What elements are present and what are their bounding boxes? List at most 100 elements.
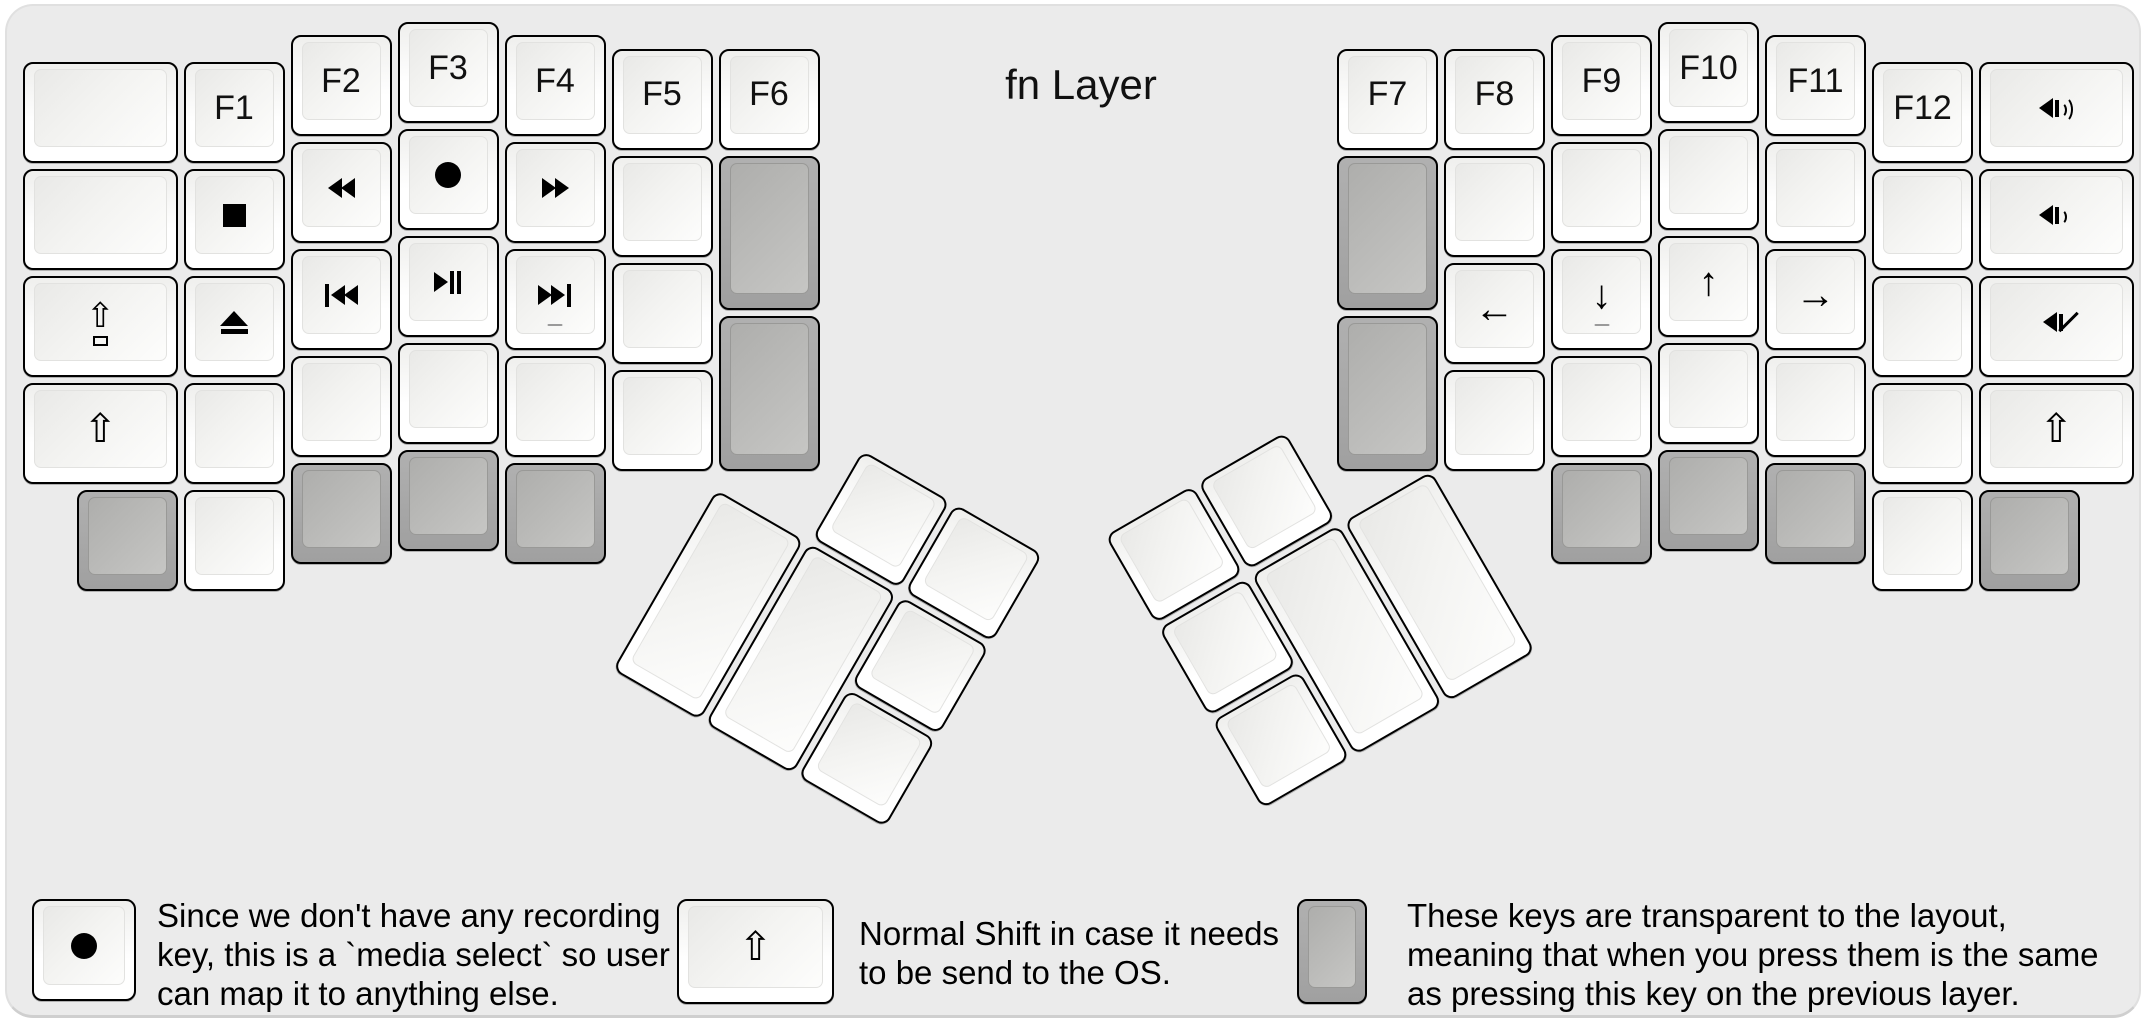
keycap-top: [1990, 176, 2123, 255]
key-play-pause[interactable]: [397, 236, 499, 337]
key-blank[interactable]: [1872, 383, 1973, 485]
key-blank[interactable]: [23, 169, 178, 271]
key-blank[interactable]: [1872, 490, 1973, 592]
keycap-top: [515, 470, 595, 549]
key-next-track[interactable]: [504, 249, 606, 351]
key-volume-down[interactable]: [1979, 169, 2134, 271]
key-prev-track[interactable]: [290, 249, 392, 351]
keycap-top: [515, 149, 595, 228]
keycap-top: ↑: [1669, 243, 1748, 321]
key-label: F3: [428, 48, 468, 87]
key-transparent[interactable]: [76, 490, 178, 592]
key-blank[interactable]: [611, 262, 713, 364]
key-f8[interactable]: F8: [1444, 48, 1545, 150]
eject-icon: [220, 310, 248, 334]
key-blank[interactable]: [183, 383, 285, 485]
key-blank[interactable]: [1658, 129, 1759, 230]
key-f9[interactable]: F9: [1551, 35, 1652, 137]
keycap-top: [1210, 443, 1319, 551]
key-transparent[interactable]: [718, 316, 820, 471]
shift-sample-key[interactable]: ⇧: [677, 899, 834, 1004]
key-arrow-left[interactable]: ←: [1444, 262, 1545, 364]
transparent-sample-key[interactable]: [1297, 899, 1367, 1004]
key-blank[interactable]: [504, 356, 606, 458]
key-f7[interactable]: F7: [1337, 48, 1438, 150]
keycap-top: [1990, 69, 2123, 148]
key-blank[interactable]: [290, 356, 392, 458]
keycap-top: F5: [622, 55, 702, 134]
keycap-top: [1455, 162, 1534, 241]
key-blank[interactable]: [1765, 142, 1866, 244]
key-transparent[interactable]: [1337, 316, 1438, 471]
fast-forward-icon: [541, 178, 569, 199]
keycap-top: F1: [194, 69, 274, 148]
key-transparent[interactable]: [1979, 490, 2080, 592]
key-blank[interactable]: [1872, 169, 1973, 271]
keycap-top: [34, 69, 167, 148]
key-f2[interactable]: F2: [290, 35, 392, 137]
stop-icon: [222, 203, 246, 227]
key-blank[interactable]: [611, 155, 713, 257]
key-arrow-up[interactable]: ↑: [1658, 236, 1759, 337]
keycap-top: ⇧: [1990, 390, 2123, 469]
key-blank[interactable]: [23, 62, 178, 164]
arrow-up-icon: ↑: [1698, 260, 1719, 304]
key-blank[interactable]: [1444, 155, 1545, 257]
key-f4[interactable]: F4: [504, 35, 606, 137]
keycap-top: [1776, 149, 1855, 228]
keycap-top: [1669, 457, 1748, 535]
keycap-top: [301, 256, 381, 335]
key-blank[interactable]: [1551, 142, 1652, 244]
key-blank[interactable]: [183, 490, 285, 592]
record-sample-key[interactable]: [32, 899, 136, 1001]
key-fast-forward[interactable]: [504, 142, 606, 244]
key-shift-left[interactable]: ⇧: [23, 383, 178, 485]
key-arrow-down[interactable]: ↓: [1551, 249, 1652, 351]
key-transparent[interactable]: [1551, 463, 1652, 565]
key-f12[interactable]: F12: [1872, 62, 1973, 164]
keycap-top: F3: [408, 29, 488, 107]
key-mute[interactable]: [1979, 276, 2134, 378]
key-blank[interactable]: [1444, 369, 1545, 471]
keycap-top: [408, 243, 488, 321]
key-volume-up[interactable]: [1979, 62, 2134, 164]
key-transparent[interactable]: [1337, 155, 1438, 311]
key-record[interactable]: [397, 129, 499, 230]
key-transparent[interactable]: [1658, 450, 1759, 551]
key-rewind[interactable]: [290, 142, 392, 244]
key-caps-lock[interactable]: ⇧: [23, 276, 178, 378]
keycap-top: [1776, 470, 1855, 549]
key-blank[interactable]: [1658, 343, 1759, 444]
key-f3[interactable]: F3: [397, 22, 499, 123]
key-blank[interactable]: [1872, 276, 1973, 378]
key-transparent[interactable]: [504, 463, 606, 565]
key-f6[interactable]: F6: [718, 48, 820, 150]
key-blank[interactable]: [611, 369, 713, 471]
key-transparent[interactable]: [397, 450, 499, 551]
key-transparent[interactable]: [718, 155, 820, 311]
key-stop[interactable]: [183, 169, 285, 271]
key-blank[interactable]: [397, 343, 499, 444]
key-blank[interactable]: [1551, 356, 1652, 458]
key-f11[interactable]: F11: [1765, 35, 1866, 137]
key-blank[interactable]: [1765, 356, 1866, 458]
key-f10[interactable]: F10: [1658, 22, 1759, 123]
key-shift-right[interactable]: ⇧: [1979, 383, 2134, 485]
key-label: F5: [642, 75, 682, 114]
keycap-top: ⇧: [34, 390, 167, 469]
keycap-top: F8: [1455, 55, 1534, 134]
key-f5[interactable]: F5: [611, 48, 713, 150]
arrow-down-icon: ↓: [1591, 273, 1612, 318]
legend-text-transparent: These keys are transparent to the layout…: [1407, 897, 2099, 1012]
key-transparent[interactable]: [1765, 463, 1866, 565]
keycap-top: [34, 176, 167, 255]
key-transparent[interactable]: [290, 463, 392, 565]
key-label: F7: [1367, 75, 1408, 114]
key-eject[interactable]: [183, 276, 285, 378]
keycap-top: [408, 350, 488, 428]
keycap-top: F6: [729, 55, 809, 134]
key-f1[interactable]: F1: [183, 62, 285, 164]
next-track-icon: [538, 283, 572, 307]
key-label: F2: [321, 61, 361, 100]
key-arrow-right[interactable]: →: [1765, 249, 1866, 351]
